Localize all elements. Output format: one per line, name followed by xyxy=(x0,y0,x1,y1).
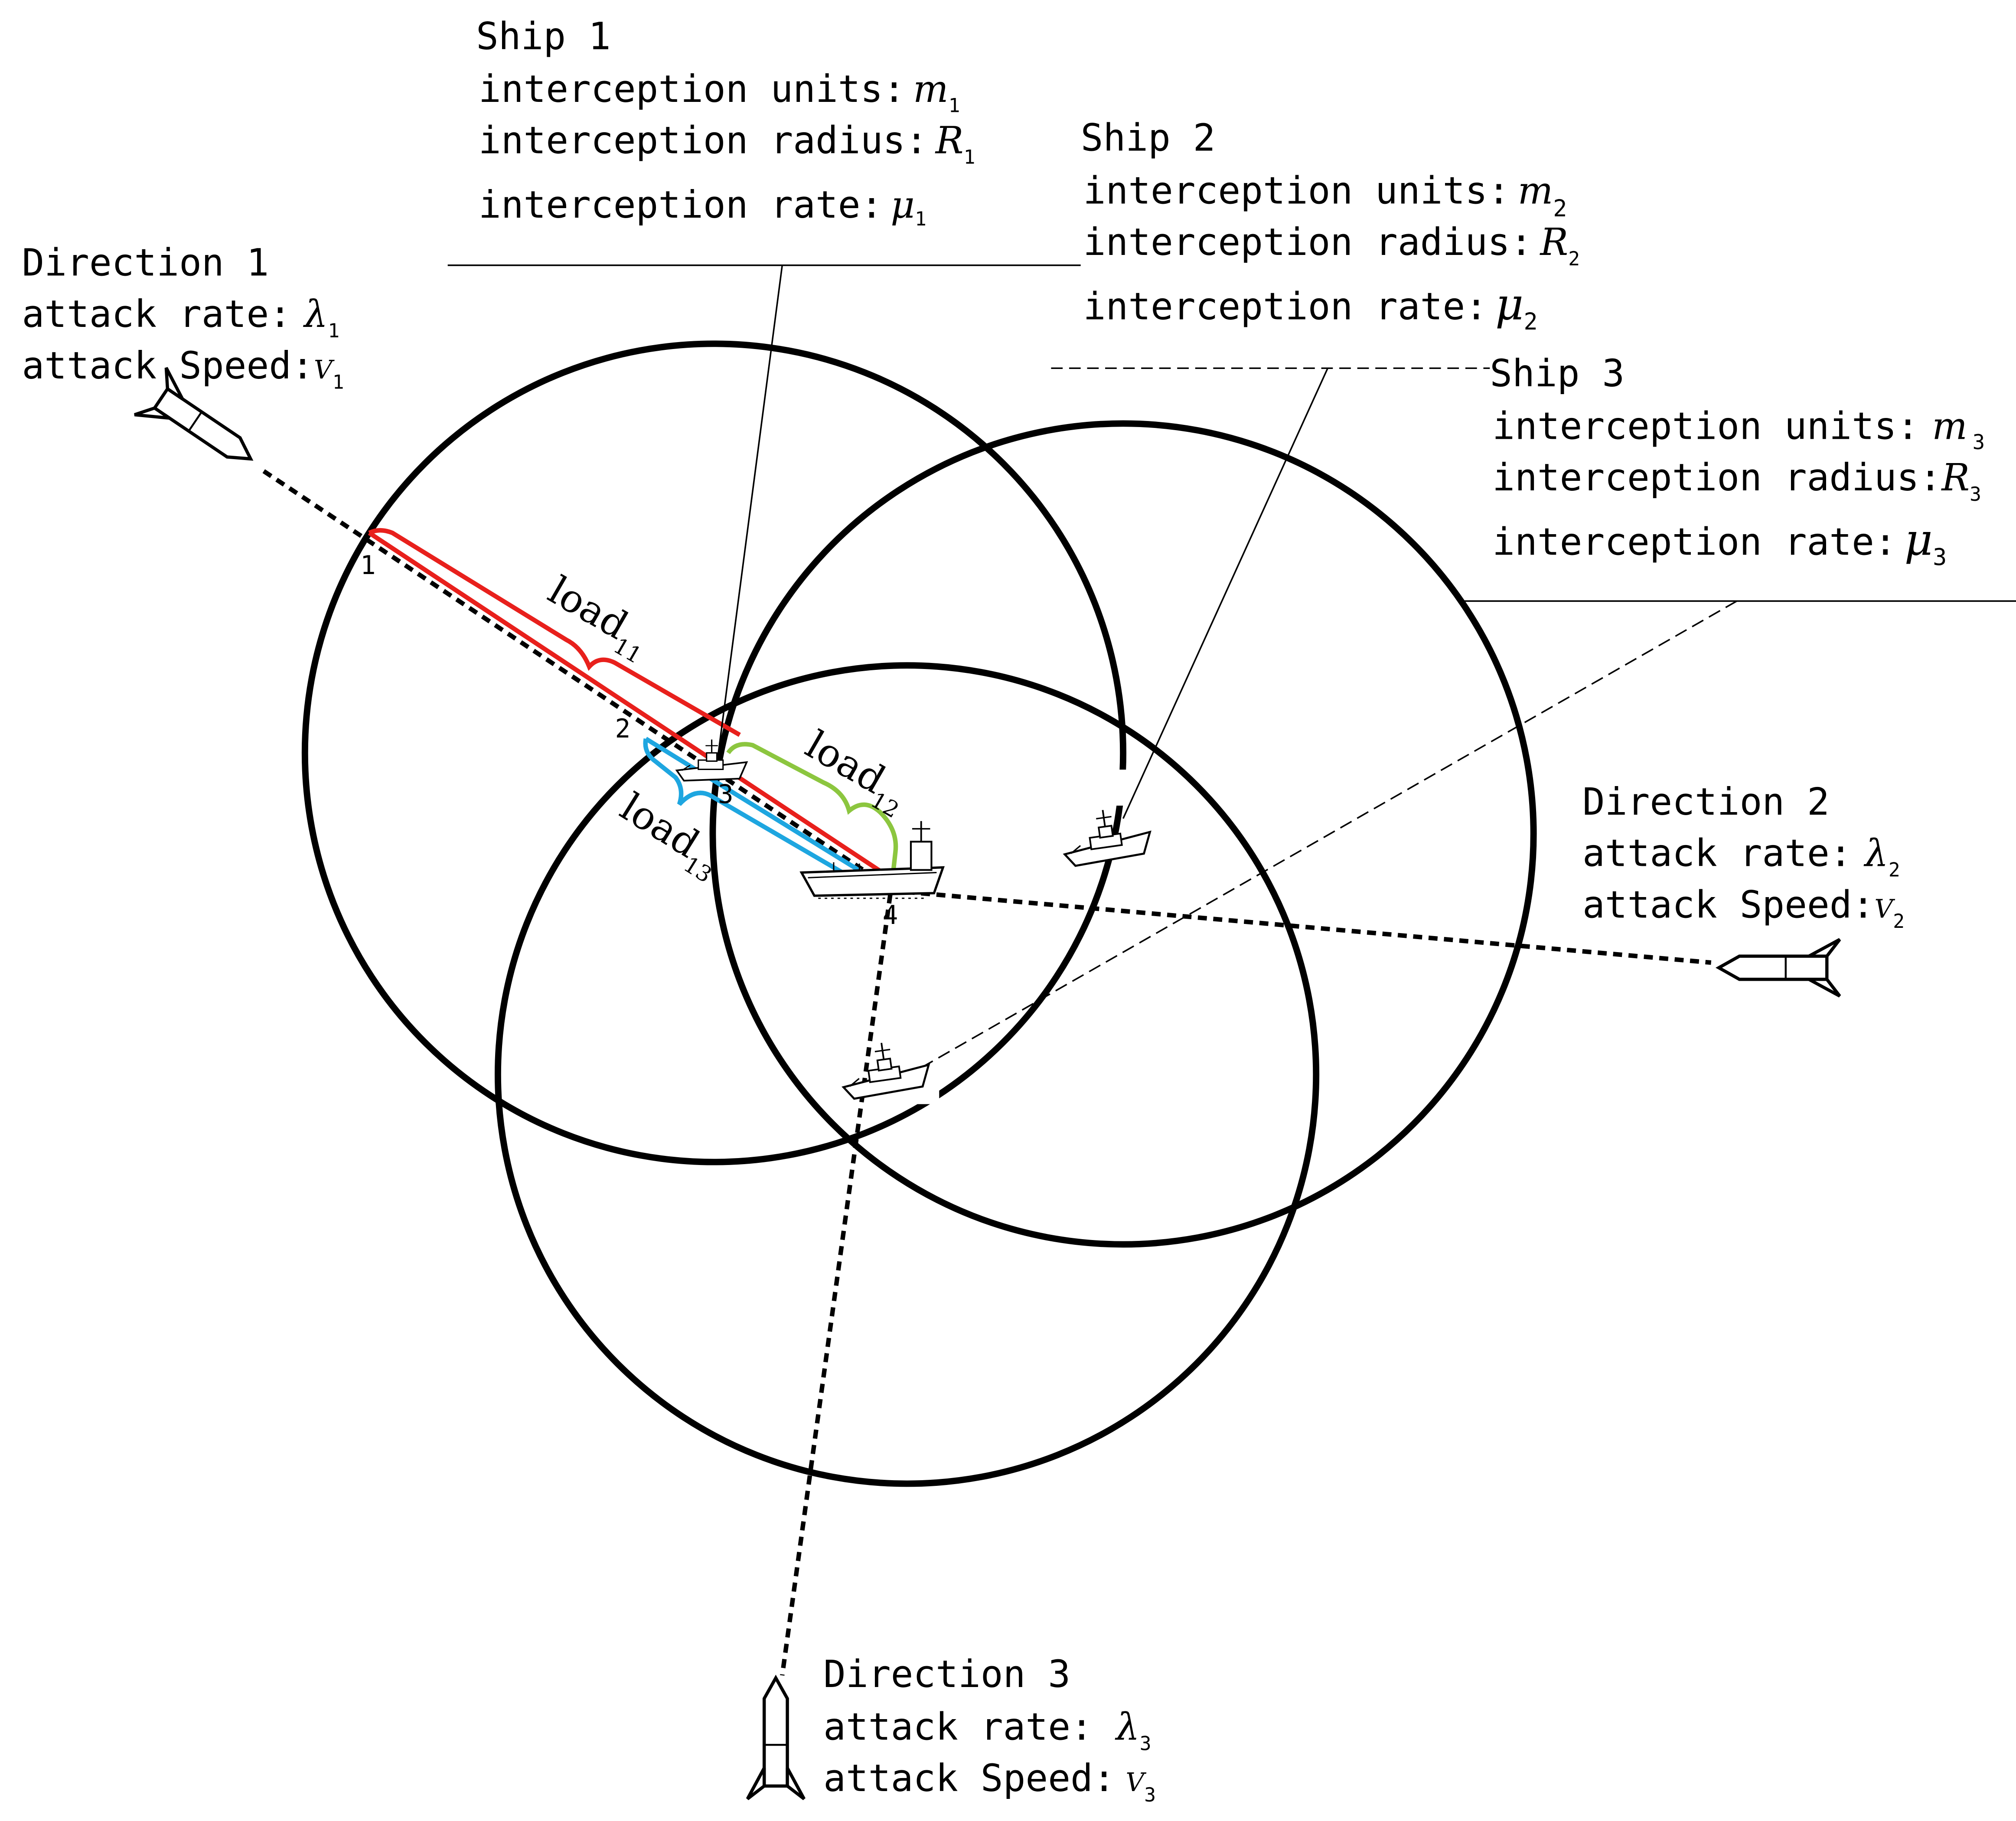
load11-segment xyxy=(368,531,892,880)
ship1-units: interception units:m1 xyxy=(479,68,960,117)
ship3-callout-leader xyxy=(915,600,1737,1071)
missile-icon xyxy=(1719,940,1840,996)
ship1-rate: interception rate:μ1 xyxy=(479,183,926,230)
point-label-3: 3 xyxy=(718,779,734,809)
ship2-radius: interception radius:R2 xyxy=(1083,221,1580,270)
missile-icon xyxy=(747,1678,804,1799)
trajectory-direction-3 xyxy=(780,894,893,1676)
ship3-radius: interception radius:R3 xyxy=(1492,456,1981,506)
ship2-interception-circle xyxy=(709,420,1537,1248)
ship2-callout-leader xyxy=(1122,368,1329,819)
direction2-info: Direction 2 attack rate:λ2 attack Speed:… xyxy=(1582,780,1905,933)
direction3-info: Direction 3 attack rate:λ3 attack Speed:… xyxy=(823,1653,1156,1806)
ship3-rate: interception rate:μ3 xyxy=(1492,514,1947,571)
ship-icon xyxy=(1060,804,1153,867)
ship1-radius: interception radius:R1 xyxy=(479,119,975,169)
direction1-info: Direction 1 attack rate:λ1 attack Speed:… xyxy=(22,241,344,394)
ship2-units: interception units:m2 xyxy=(1083,169,1567,222)
direction1-title: Direction 1 xyxy=(22,241,269,285)
aircraft-carrier-icon xyxy=(799,821,945,899)
ship2-info: Ship 2 interception units:m2 interceptio… xyxy=(1081,117,1580,335)
ship3-title: Ship 3 xyxy=(1490,352,1625,395)
ship1-info: Ship 1 interception units:m1 interceptio… xyxy=(476,15,975,230)
trajectory-direction-2 xyxy=(890,888,1712,965)
direction1-speed: attack Speed:V1 xyxy=(22,344,344,394)
point-label-4: 4 xyxy=(883,900,898,930)
direction3-rate: attack rate:λ3 xyxy=(823,1706,1151,1755)
ship1-title: Ship 1 xyxy=(476,15,611,58)
circle-gap-ship2 xyxy=(1109,770,1138,806)
trajectory-direction-1 xyxy=(262,469,892,890)
ship3-interception-circle xyxy=(494,662,1320,1487)
load12-brace xyxy=(726,742,898,875)
load11-label: load11 xyxy=(537,568,660,669)
direction3-speed: attack Speed:V3 xyxy=(823,1757,1156,1806)
point-label-1: 1 xyxy=(360,550,376,580)
direction2-speed: attack Speed:V2 xyxy=(1582,883,1905,933)
ship2-title: Ship 2 xyxy=(1081,117,1216,160)
ship1-callout-leader xyxy=(717,265,783,757)
load13-segment xyxy=(644,737,889,890)
load11-brace xyxy=(368,528,741,737)
direction1-rate: attack rate:λ1 xyxy=(22,293,339,342)
direction2-rate: attack rate:λ2 xyxy=(1582,832,1900,881)
ship1-interception-circle xyxy=(301,340,1127,1165)
direction2-title: Direction 2 xyxy=(1582,780,1830,824)
ship2-rate: interception rate:μ2 xyxy=(1083,278,1538,335)
point-label-2: 2 xyxy=(615,714,630,744)
direction3-title: Direction 3 xyxy=(823,1653,1070,1696)
